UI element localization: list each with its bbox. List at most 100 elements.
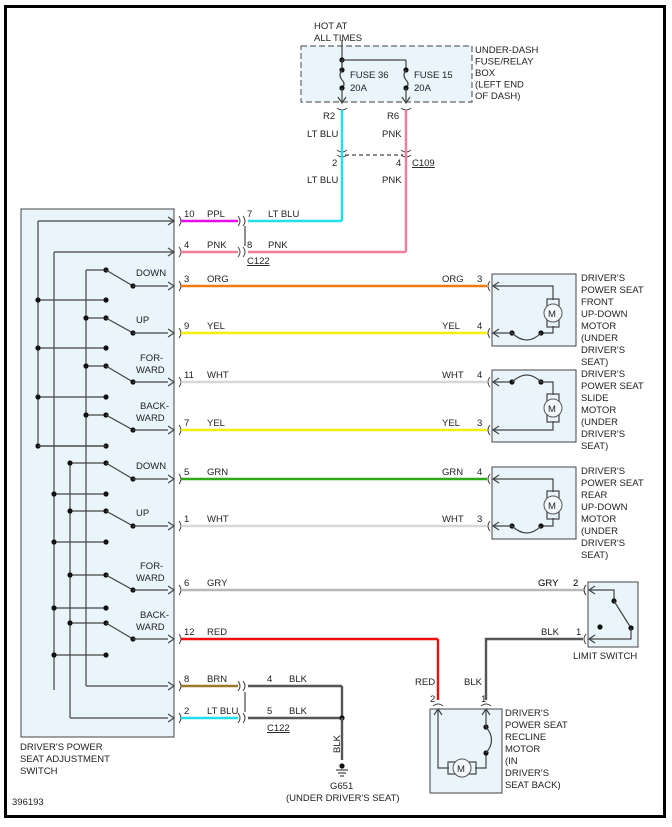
connector-pin: 4 [396,158,401,169]
wire-color-label: LT BLU [307,175,338,186]
rear-up-down-motor-label: MOTOR [581,514,616,525]
switch-position-label: DOWN [136,268,166,279]
connector-icon [178,633,182,645]
switch-pin: 1 [184,514,189,525]
wire-color-label: GRY [538,578,559,589]
slide-motor-label: POWER SEAT [581,381,644,392]
connector-pin: 4 [477,467,482,478]
switch-position-label: FOR- [140,353,163,364]
motor-icon [452,758,472,778]
rear-up-down-motor-label: SEAT) [581,550,608,561]
switch-position-label: BACK- [140,401,169,412]
connector-pin: 2 [573,578,578,589]
connector-icon [237,246,241,258]
connector-icon [178,280,182,292]
wire-color-label: BLK [289,674,308,685]
motor-symbol: M [548,309,556,320]
connector-pin: 1 [576,627,581,638]
arrow-icon [167,474,176,484]
switch-position-label: WARD [136,413,165,424]
diagram-frame [4,5,666,818]
switch-position-label: DOWN [136,461,166,472]
connector-icon [178,215,182,227]
switch-blade [105,462,134,480]
hot-at-all-times-label: ALL TIMES [314,33,362,44]
junction-dot [35,297,41,303]
switch-pin: 11 [184,370,194,381]
recline-motor-label: (IN [505,756,518,767]
switch-pin: 8 [184,674,189,685]
wire-color-label: LT BLU [207,706,238,717]
arrow-icon [167,328,176,338]
rear-up-down-motor-label: POWER SEAT [581,478,644,489]
arrow-icon [167,425,176,435]
connector-icon [487,280,491,292]
switch-label: SWITCH [20,766,58,777]
recline-motor-label: DRIVER'S [505,768,549,779]
wire-color-label: YEL [442,418,460,429]
switch-position-label: WARD [136,622,165,633]
switch-blade [613,600,632,629]
connector-icon [583,584,587,596]
switch-blade [105,574,134,591]
fuse-pin: R6 [387,111,399,122]
fuse-icon [339,69,345,89]
connector-icon [178,584,182,596]
motor-icon [543,495,563,515]
switch-contact [103,652,109,658]
connector-pin: 2 [332,158,337,169]
rear-up-down-motor-label: (UNDER [581,526,618,537]
limit-switch-wiring [589,628,632,640]
junction-dot [35,394,41,400]
wire-color-label: GRY [207,578,228,589]
connector-icon [487,520,491,532]
switch-contact [103,297,109,303]
switch-pin: 5 [184,467,189,478]
junction-dot [67,620,73,626]
ground-icon [339,763,345,769]
connector-icon [487,424,491,436]
circuit-breaker-icon [511,374,542,383]
connector-icon [242,680,246,692]
front-up-down-motor-label: FRONT [581,297,614,308]
switch-blade [105,622,134,640]
motor-icon [543,398,563,418]
switch-position-label: UP [136,508,149,519]
connector-icon [237,215,241,227]
connector-pin: 7 [247,209,252,220]
connector-icon [487,376,491,388]
switch-pin: 10 [184,209,195,220]
switch-contact [103,394,109,400]
rear-up-down-motor-label: REAR [581,490,608,501]
wire-color-label: PNK [207,240,227,251]
c122-label: C122 [247,256,270,267]
motor-wiring [541,381,554,395]
switch-label: DRIVER'S POWER [20,742,103,753]
limit-switch-wiring [589,589,615,600]
circuit-breaker-icon [511,525,542,534]
switch-blade [105,510,134,527]
slide-motor-label: MOTOR [581,405,616,416]
motor-wiring [493,285,554,300]
connector-icon [178,246,182,258]
fuse-box-label: UNDER-DASH [475,45,538,56]
switch-contact [103,345,109,351]
connector-pin: 1 [481,694,486,705]
connector-pin: 2 [573,578,578,589]
hot-at-all-times-label: HOT AT [314,21,348,32]
connector-icon [487,473,491,485]
wire-color-label: WHT [207,514,229,525]
connector-pin: 4 [267,674,272,685]
wire-color-label: YEL [207,321,225,332]
rear-up-down-motor [491,466,577,540]
slide-motor-label: DRIVER'S [581,369,625,380]
connector-icon [583,633,587,645]
front-up-down-motor-label: (UNDER [581,333,618,344]
wire-color-label: RED [415,677,435,688]
fuse-icon [403,69,409,89]
limit-switch [587,581,639,648]
connector-icon [487,327,491,339]
connector-pin: 4 [477,370,482,381]
connector-pin: 5 [267,706,272,717]
